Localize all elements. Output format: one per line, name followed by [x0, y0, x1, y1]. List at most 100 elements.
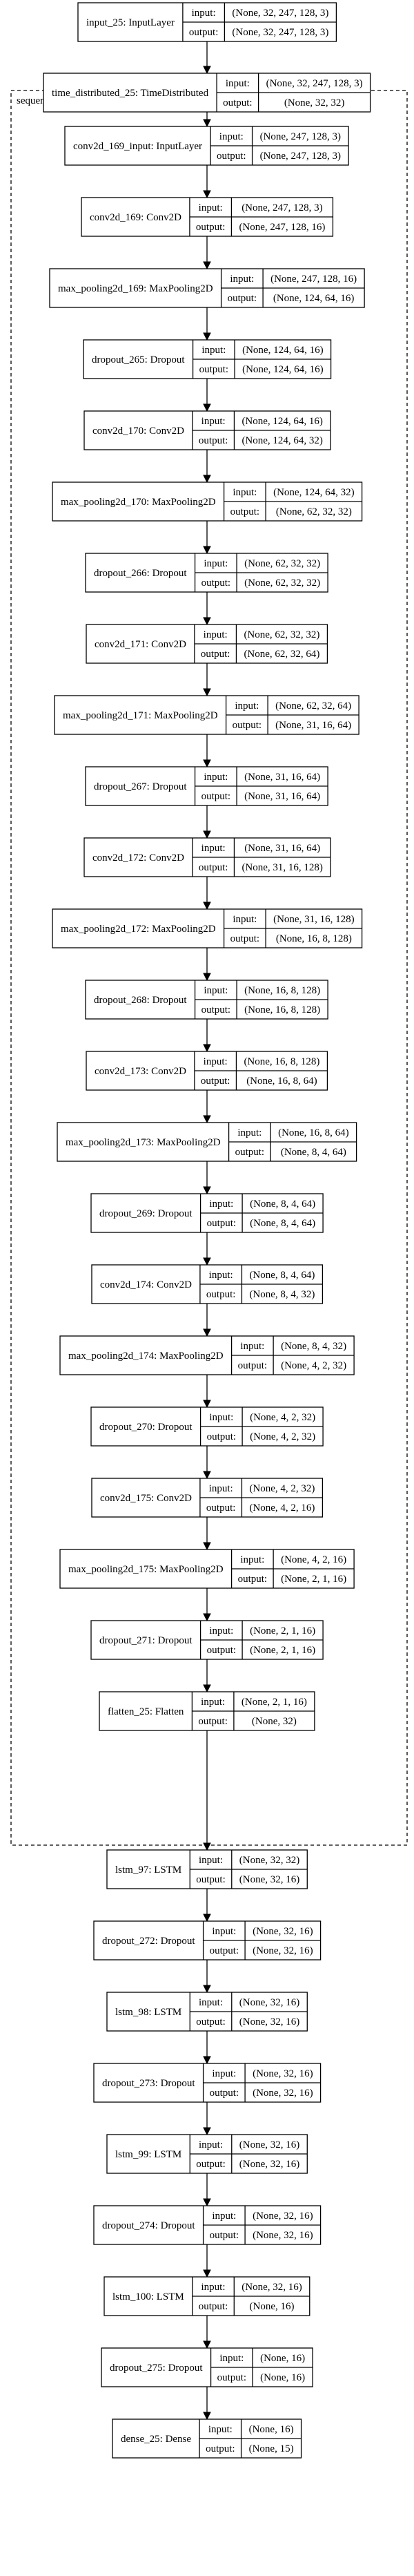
input-label: input: [204, 558, 228, 569]
layer-name: max_pooling2d_172: MaxPooling2D [61, 924, 216, 935]
layer-node-dropout-269: dropout_269: Dropoutinput:output:(None, … [90, 1193, 324, 1233]
edge-arrow [203, 1232, 211, 1266]
edge-arrow [203, 1517, 211, 1551]
input-shape: (None, 124, 64, 16) [241, 416, 322, 427]
input-label: input: [192, 8, 216, 19]
input-shape: (None, 31, 16, 64) [244, 843, 320, 854]
input-label: input: [204, 772, 228, 783]
output-shape: (None, 31, 16, 64) [275, 720, 351, 731]
layer-name: max_pooling2d_173: MaxPooling2D [66, 1137, 221, 1148]
input-shape: (None, 4, 2, 16) [281, 1554, 346, 1565]
input-shape: (None, 32, 16) [239, 1997, 299, 2008]
output-shape: (None, 16, 8, 128) [276, 933, 352, 944]
output-shape: (None, 32, 247, 128, 3) [232, 27, 328, 38]
edge-arrow [203, 41, 211, 75]
layer-name: dropout_272: Dropout [102, 1936, 195, 1947]
layer-box [64, 126, 349, 166]
output-shape: (None, 32, 32) [284, 97, 344, 108]
layer-node-max-pooling2d-174: max_pooling2d_174: MaxPooling2Dinput:out… [59, 1335, 355, 1375]
output-shape: (None, 62, 32, 32) [244, 578, 320, 589]
layer-name: flatten_25: Flatten [108, 1706, 184, 1717]
output-label: output: [235, 1147, 265, 1158]
layer-name: dropout_268: Dropout [94, 995, 187, 1006]
input-label: input: [212, 2068, 236, 2079]
layer-name: lstm_99: LSTM [115, 2149, 181, 2160]
output-label: output: [199, 2301, 228, 2312]
edge-arrow [203, 1375, 211, 1409]
input-label: input: [201, 2282, 226, 2293]
layer-name: dense_25: Dense [121, 2434, 191, 2445]
output-label: output: [210, 2230, 239, 2241]
layer-node-dropout-270: dropout_270: Dropoutinput:output:(None, … [90, 1406, 324, 1447]
input-shape: (None, 62, 32, 32) [244, 629, 319, 640]
layer-node-dropout-272: dropout_272: Dropoutinput:output:(None, … [93, 1920, 322, 1960]
output-label: output: [201, 1004, 231, 1015]
edge-arrow [203, 592, 211, 626]
edge-arrow [203, 2102, 211, 2136]
input-label: input: [209, 1412, 233, 1423]
edge-arrow [203, 805, 211, 839]
output-label: output: [207, 1645, 237, 1656]
output-shape: (None, 32, 16) [253, 2088, 313, 2099]
layer-node-dropout-271: dropout_271: Dropoutinput:output:(None, … [90, 1620, 324, 1660]
output-label: output: [223, 97, 253, 108]
output-label: output: [199, 862, 228, 873]
output-shape: (None, 31, 16, 64) [244, 791, 320, 802]
input-label: input: [209, 1483, 233, 1494]
edges [203, 41, 211, 2421]
output-shape: (None, 4, 2, 16) [249, 1502, 315, 1514]
layer-name: time_distributed_25: TimeDistributed [52, 88, 209, 99]
layer-name: dropout_266: Dropout [94, 568, 187, 579]
edge-arrow [203, 1019, 211, 1053]
input-shape: (None, 4, 2, 32) [250, 1412, 315, 1423]
output-label: output: [210, 1945, 239, 1956]
output-shape: (None, 31, 16, 128) [241, 862, 322, 873]
output-shape: (None, 62, 32, 32) [276, 506, 352, 517]
layer-name: conv2d_169_input: InputLayer [73, 141, 202, 152]
output-shape: (None, 247, 128, 3) [260, 151, 341, 162]
output-label: output: [217, 2372, 247, 2383]
output-shape: (None, 2, 1, 16) [250, 1645, 315, 1656]
edge-arrow [203, 734, 211, 768]
layer-name: input_25: InputLayer [86, 17, 175, 28]
input-label: input: [201, 1697, 225, 1708]
input-shape: (None, 124, 64, 32) [273, 487, 354, 498]
input-label: input: [219, 2353, 244, 2364]
layer-name: conv2d_170: Conv2D [92, 426, 184, 437]
edge-arrow [203, 2387, 211, 2421]
layer-node-dropout-266: dropout_266: Dropout input: output: (None, … [85, 553, 328, 593]
layer-name: lstm_97: LSTM [115, 1864, 181, 1876]
output-shape: (None, 4, 2, 32) [281, 1360, 346, 1371]
layer-node-max-pooling2d-170: max_pooling2d_170: MaxPooling2Dinput:out… [52, 481, 363, 522]
edge-arrow [203, 450, 211, 484]
layer-name: max_pooling2d_175: MaxPooling2D [68, 1564, 224, 1575]
input-label: input: [209, 1199, 233, 1210]
input-shape: (None, 32, 16) [239, 2139, 299, 2150]
input-shape: (None, 32, 16) [241, 2282, 302, 2293]
input-shape: (None, 32, 16) [253, 2211, 313, 2222]
input-label: input: [199, 1855, 223, 1866]
output-shape: (None, 32, 16) [239, 1874, 299, 1885]
edge-arrow [203, 2316, 211, 2349]
input-label: input: [199, 202, 223, 213]
input-shape: (None, 32, 247, 128, 3) [232, 8, 328, 19]
output-label: output: [201, 578, 231, 589]
layer-name: conv2d_169: Conv2D [90, 212, 181, 223]
output-shape: (None, 124, 64, 32) [241, 435, 322, 446]
input-shape: (None, 8, 4, 32) [281, 1341, 346, 1352]
layer-name: dropout_274: Dropout [102, 2220, 195, 2231]
layer-node-dropout-268: dropout_268: Dropoutinput:output:(None, … [85, 980, 328, 1020]
output-label: output: [189, 27, 219, 38]
output-shape: (None, 8, 4, 64) [281, 1147, 346, 1158]
layer-node-input-25: input_25: InputLayer input: output: (None, … [77, 2, 337, 42]
output-shape: (None, 32, 16) [253, 2230, 313, 2241]
input-label: input: [226, 78, 250, 89]
input-shape: (None, 16, 8, 128) [244, 1056, 319, 1067]
layer-node-dropout-275: dropout_275: Dropoutinput:output:(None, … [101, 2347, 313, 2387]
layer-node-max-pooling2d-175: max_pooling2d_175: MaxPooling2Dinput:out… [59, 1549, 355, 1589]
input-label: input: [209, 1270, 233, 1281]
layer-name: conv2d_171: Conv2D [95, 639, 186, 650]
layer-node-conv2d-169-input: conv2d_169_input: InputLayerinput:output… [64, 126, 349, 166]
